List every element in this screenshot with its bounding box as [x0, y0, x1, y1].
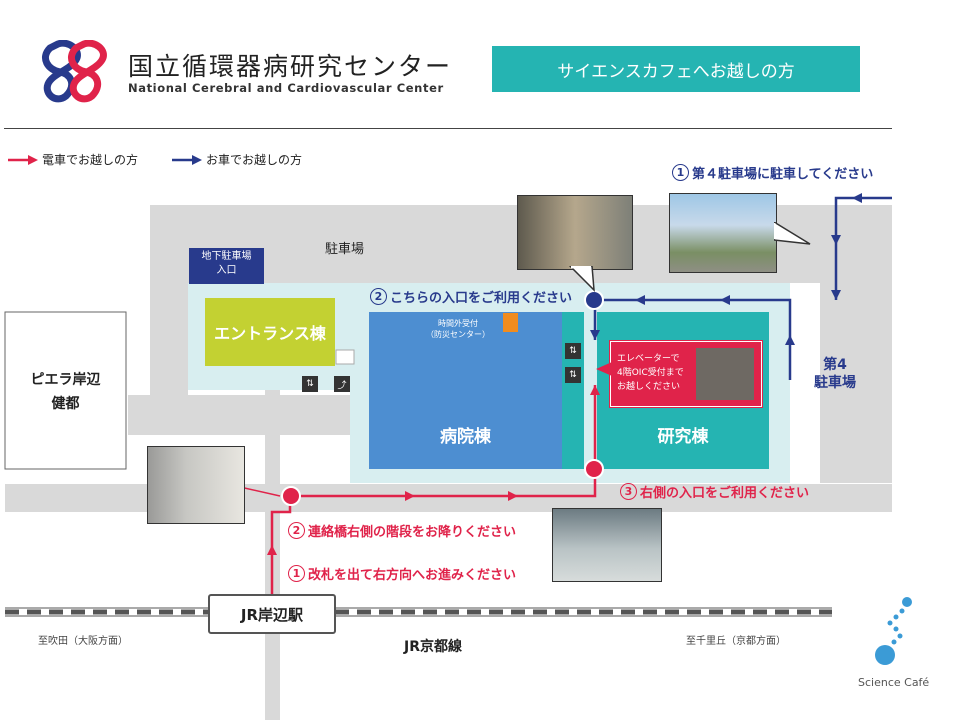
- research-entrance-photo: [552, 508, 662, 582]
- parking4-photo: [669, 193, 777, 273]
- logo-mark-icon: [42, 40, 107, 103]
- bridge-photo: [147, 446, 245, 524]
- bridge-stairs-marker: [281, 486, 301, 506]
- parking-label: 駐車場: [325, 242, 365, 257]
- jr-line-label: JR京都線: [404, 639, 462, 655]
- hospital-label: 病院棟: [440, 427, 491, 447]
- station-label: JR岸辺駅: [240, 605, 304, 624]
- navy-arrow-icon: [172, 154, 202, 165]
- train-step-3: 3 右側の入口をご利用ください: [620, 482, 809, 501]
- entrance-building: エントランス棟: [205, 298, 335, 366]
- parking4-photo-pointer: [774, 222, 811, 245]
- elevator-icon: ⇅: [302, 376, 318, 392]
- elevator-note-box: エレベーターで 4階OIC受付まで お越しください: [610, 341, 762, 407]
- stairs-icon: ⤴: [334, 376, 350, 392]
- after-hours-marker: [503, 313, 518, 332]
- direction-right-label: 至千里丘（京都方面）: [686, 636, 786, 647]
- red-arrow-icon: [8, 154, 38, 165]
- train-step-1: 1 改札を出て右方向へお進みください: [288, 564, 516, 583]
- science-cafe-logo-icon: [875, 597, 912, 665]
- research-label: 研究棟: [657, 427, 709, 447]
- car-step-1: 1 第４駐車場に駐車してください: [672, 163, 873, 182]
- elevator-note-pointer: [596, 362, 612, 376]
- logo-name-ja: 国立循環器病研究センター: [128, 52, 453, 81]
- science-cafe-label: Science Café: [858, 676, 930, 689]
- parking4-label: 第4 駐車場: [814, 357, 856, 391]
- hospital-building: 病院棟: [369, 312, 562, 469]
- car-step-2: 2 こちらの入口をご利用ください: [370, 287, 572, 306]
- science-cafe-banner: サイエンスカフェへお越しの方: [492, 46, 860, 92]
- car-entrance-photo-pointer: [568, 266, 595, 292]
- after-hours-label: 時間外受付 （防災センター）: [426, 319, 490, 339]
- legend-car: お車でお越しの方: [172, 151, 302, 168]
- underground-parking-entrance: [189, 248, 264, 284]
- elevator-icon: ⇅: [565, 367, 581, 383]
- elevator-photo: [696, 348, 754, 400]
- entrance-building-label: エントランス棟: [214, 324, 326, 343]
- header-divider: [4, 128, 892, 129]
- jr-kishibe-station: JR岸辺駅: [208, 594, 336, 634]
- car-entrance-photo: [517, 195, 633, 270]
- elevator-note-text: エレベーターで 4階OIC受付まで お越しください: [617, 354, 684, 392]
- logo-name-en: National Cerebral and Cardiovascular Cen…: [128, 81, 444, 95]
- elevator-icon: ⇅: [565, 343, 581, 359]
- research-entrance-marker: [584, 459, 604, 479]
- underground-parking-label: 地下駐車場 入口: [201, 251, 252, 276]
- direction-left-label: 至吹田（大阪方面）: [38, 636, 128, 647]
- piera-kishibe: ピエラ岸辺 健都: [30, 372, 101, 412]
- legend-train: 電車でお越しの方: [8, 151, 138, 168]
- legend-car-label: お車でお越しの方: [206, 153, 303, 167]
- train-step-2: 2 連絡橋右側の階段をお降りください: [288, 521, 516, 540]
- legend-train-label: 電車でお越しの方: [42, 153, 139, 167]
